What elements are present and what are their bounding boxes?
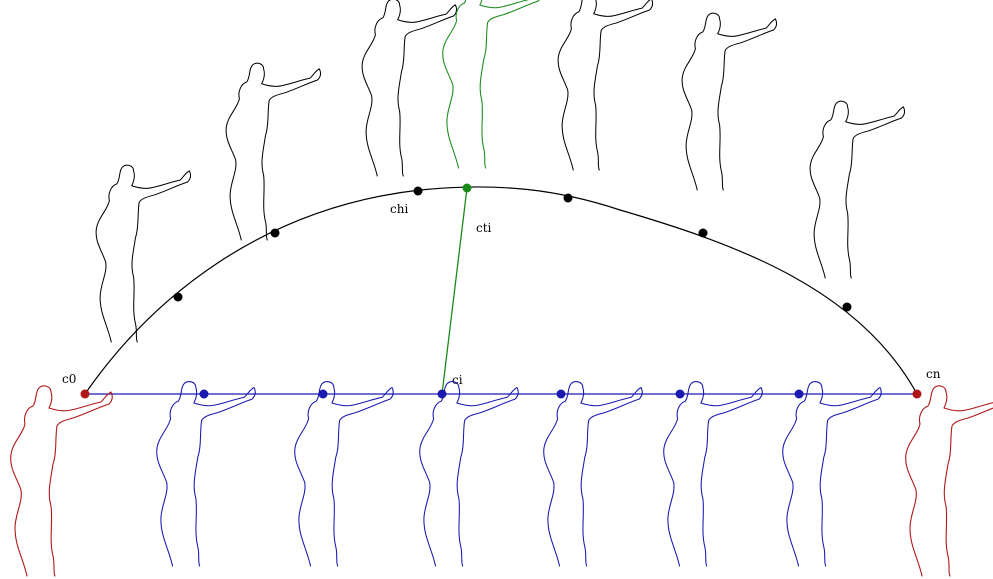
top-silhouette [225,62,322,241]
bottom-silhouette [419,381,519,567]
baseline-point [199,389,209,399]
bottom-silhouette [543,381,643,567]
bottom-silhouette [156,381,256,567]
baseline-point [675,389,685,399]
top-silhouette [557,0,654,171]
top-silhouette-row [95,0,906,343]
top-silhouette [681,12,778,191]
bottom-silhouette [294,381,394,567]
arc-point [270,228,280,238]
label-cti: cti [476,221,492,235]
bottom-silhouette [782,381,882,567]
interpolation-arc [84,186,918,395]
top-silhouette [442,0,542,169]
arc-point [413,186,423,196]
baseline-points [80,389,922,399]
arc-point [842,302,852,312]
top-silhouette [361,0,458,177]
baseline-point [80,389,90,399]
baseline-point [318,389,328,399]
bottom-silhouette [10,385,113,577]
baseline-point [794,389,804,399]
label-c0: c0 [62,372,76,386]
bottom-silhouette-row [10,381,993,577]
baseline-point [437,389,447,399]
baseline-point [556,389,566,399]
baseline-point [912,389,922,399]
arc-point [173,292,183,302]
arc-point [563,193,573,203]
arc-points [173,183,852,312]
bottom-silhouette [905,385,993,577]
top-silhouette [809,100,906,279]
label-cn: cn [926,367,941,381]
arc-point [698,228,708,238]
arc-point [462,183,472,193]
bottom-silhouette [663,381,763,567]
top-silhouette [95,164,192,343]
ci-to-cti-connector [441,187,468,395]
label-ci: ci [452,373,463,387]
label-chi: chi [390,202,408,216]
